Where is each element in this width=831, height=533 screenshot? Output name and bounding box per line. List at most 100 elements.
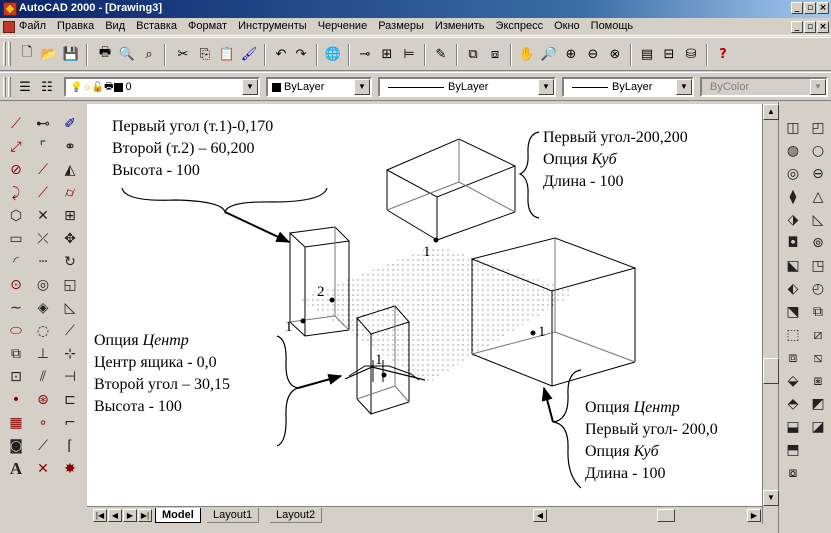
cut-icon[interactable]: ✂: [177, 46, 189, 62]
rect-icon[interactable]: ▭: [9, 230, 23, 247]
tab-layout2[interactable]: Layout2: [270, 508, 323, 523]
copy-icon[interactable]: ⎘: [199, 46, 211, 62]
line-icon[interactable]: ⟋: [11, 115, 21, 132]
linetype-dropdown[interactable]: ByLayer ▼: [378, 77, 556, 97]
snap-extension-icon[interactable]: ⤫: [37, 230, 49, 247]
snap-insert-icon[interactable]: ⫽: [39, 368, 47, 385]
mirror-icon[interactable]: ◭: [64, 161, 76, 178]
named-views-icon[interactable]: ⧈: [490, 46, 500, 62]
ellipse-icon[interactable]: ⬭: [10, 322, 22, 339]
box-4[interactable]: [470, 237, 637, 387]
box-2[interactable]: [385, 138, 517, 241]
snap-none-icon[interactable]: ⟋: [38, 437, 48, 454]
zoom-extents-icon[interactable]: ⊗: [609, 46, 621, 62]
doc-close-button[interactable]: ×: [817, 21, 829, 33]
array-icon[interactable]: ⊞: [64, 207, 76, 224]
menu-view[interactable]: Вид: [105, 20, 126, 32]
menu-modify[interactable]: Изменить: [434, 20, 485, 32]
extrude-icon[interactable]: ⬕: [786, 257, 800, 274]
snap-apparent-icon[interactable]: ✕: [37, 207, 49, 224]
surface-cylinder-icon[interactable]: ⊖: [812, 165, 824, 182]
drawing-doc-icon[interactable]: [3, 21, 15, 33]
scroll-down-button[interactable]: ▼: [763, 490, 779, 506]
doc-restore-button[interactable]: ▫: [804, 21, 816, 33]
snap-perpendicular-icon[interactable]: ◌: [36, 322, 50, 339]
menu-insert[interactable]: Вставка: [136, 20, 178, 32]
setup-drawing-icon[interactable]: ⬙: [787, 372, 799, 389]
vertical-scrollbar[interactable]: ▲ ▼: [762, 104, 779, 524]
break-icon[interactable]: ⊏: [64, 391, 76, 408]
setup-view-icon[interactable]: ⬘: [787, 395, 799, 412]
wedge-icon[interactable]: ⬗: [787, 211, 799, 228]
insert-block-icon[interactable]: ⧉: [11, 345, 21, 362]
snap-from-icon[interactable]: ⊸: [359, 46, 371, 62]
solidedit-icon[interactable]: ⬒: [786, 441, 800, 458]
print-icon[interactable]: 🖶: [98, 45, 112, 60]
spline-icon[interactable]: ∼: [10, 299, 22, 316]
box-solid-icon[interactable]: ◫: [786, 119, 800, 136]
snap-endpoint-icon[interactable]: ⌜: [39, 138, 47, 155]
surface-box-icon[interactable]: ◰: [811, 119, 825, 136]
hatch-icon[interactable]: ▦: [9, 414, 23, 431]
save-icon[interactable]: 💾: [62, 46, 80, 62]
toolbar-grip[interactable]: [8, 77, 11, 97]
prev-tab-button[interactable]: ◀: [108, 509, 122, 522]
stretch-icon[interactable]: ◺: [64, 299, 76, 316]
hyperlink-icon[interactable]: 🌐: [324, 46, 342, 62]
color-dropdown[interactable]: ByLayer ▼: [266, 77, 372, 97]
region-icon[interactable]: ◙: [9, 437, 23, 454]
offset-icon[interactable]: ⌭: [64, 184, 76, 201]
layers-icon[interactable]: ☰: [19, 79, 31, 95]
print-preview-icon[interactable]: 🔍: [118, 46, 136, 62]
color-dropdown-arrow[interactable]: ▼: [354, 79, 370, 95]
construction-line-icon[interactable]: ⤢: [10, 138, 22, 155]
extend-icon[interactable]: ⊣: [63, 368, 77, 385]
hscroll-thumb[interactable]: [657, 509, 675, 522]
scale-icon[interactable]: ◱: [63, 276, 77, 293]
snap-parallel-icon[interactable]: ⊥: [36, 345, 50, 362]
revolve-icon[interactable]: ⬖: [787, 280, 799, 297]
point-icon[interactable]: •: [11, 391, 21, 408]
drawing-canvas[interactable]: 1 2 1 1 1 Первый угол (т.1)-0,170 Второй…: [87, 104, 762, 506]
section-icon[interactable]: ⬚: [786, 326, 800, 343]
snap-quadrant-icon[interactable]: ◎: [36, 276, 50, 293]
box-1[interactable]: [288, 226, 351, 337]
circle-icon[interactable]: ⊙: [10, 276, 22, 293]
surface-torus-icon[interactable]: ⊚: [812, 234, 824, 251]
cylinder-icon[interactable]: ◎: [786, 165, 800, 182]
help-icon[interactable]: ?: [719, 46, 727, 62]
lineweight-dropdown[interactable]: ByLayer ▼: [562, 77, 694, 97]
snap-tangent-icon[interactable]: ◈: [37, 299, 49, 316]
sphere-icon[interactable]: ◍: [786, 142, 800, 159]
mtext-icon[interactable]: A: [9, 458, 23, 478]
surface-sphere-icon[interactable]: ○: [811, 142, 825, 159]
redo-icon[interactable]: ↷: [295, 46, 307, 62]
menu-draw[interactable]: Черчение: [317, 20, 368, 32]
menu-tools[interactable]: Инструменты: [238, 20, 307, 32]
fillet-icon[interactable]: ⌈: [67, 437, 73, 454]
polyline-icon[interactable]: ⊘: [10, 161, 22, 178]
tab-surface-icon[interactable]: ◩: [811, 395, 825, 412]
polygon-icon[interactable]: ⤸: [11, 184, 21, 201]
snap-intersection-icon[interactable]: ⟋: [38, 184, 48, 201]
surface-union-icon[interactable]: ⧉: [813, 303, 823, 320]
linetype-dropdown-arrow[interactable]: ▼: [538, 79, 554, 95]
make-layer-current-icon[interactable]: ☷: [41, 79, 53, 95]
trim-icon[interactable]: ⊹: [64, 345, 76, 362]
move-icon[interactable]: ✥: [64, 230, 76, 247]
menu-edit[interactable]: Правка: [57, 20, 95, 32]
copy-object-icon[interactable]: ⚭: [64, 138, 76, 155]
paste-icon[interactable]: 📋: [218, 46, 236, 62]
next-tab-button[interactable]: ▶: [123, 509, 137, 522]
minimize-button[interactable]: _: [791, 2, 803, 14]
zoom-previous-icon[interactable]: ⊖: [587, 46, 599, 62]
menu-help[interactable]: Помощь: [590, 20, 634, 32]
tab-layout1[interactable]: Layout1: [207, 508, 260, 523]
tab-model[interactable]: Model: [155, 508, 201, 523]
zoom-window-icon[interactable]: ⊕: [565, 46, 577, 62]
pan-realtime-icon[interactable]: ✋: [518, 46, 536, 62]
toolbar-grip[interactable]: [3, 42, 6, 66]
chamfer-icon[interactable]: ⌐: [64, 414, 76, 431]
last-tab-button[interactable]: ▶|: [138, 509, 152, 522]
snap-center-icon[interactable]: ┄: [38, 253, 48, 270]
